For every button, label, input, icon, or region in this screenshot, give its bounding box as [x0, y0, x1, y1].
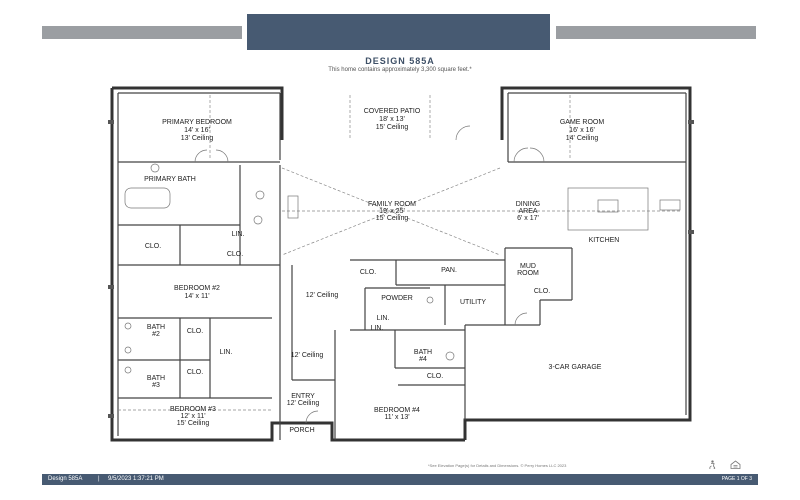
bedroom3-size: 12' x 11' [180, 413, 205, 420]
footer-separator: | [98, 476, 100, 482]
covered-patio-label: COVERED PATIO [364, 108, 421, 115]
game-room-ceiling: 14' Ceiling [566, 135, 599, 142]
footer-design: Design 585A [48, 476, 83, 482]
utility-label: UTILITY [460, 299, 486, 306]
mud-room-label-2: ROOM [517, 270, 539, 277]
interior-walls [117, 92, 687, 440]
clo-primary-1-label: CLO. [145, 243, 161, 250]
dining-area-label-1: DINING [516, 201, 541, 208]
primary-bath-label: PRIMARY BATH [144, 176, 196, 183]
bedroom4-size: 11' x 13' [384, 414, 409, 421]
clo-primary-2-label: CLO. [227, 251, 243, 258]
game-room-size: 16' x 16' [569, 127, 595, 134]
header-right-bar [556, 26, 756, 39]
family-room-label: FAMILY ROOM [368, 201, 416, 208]
clo-bath3-label: CLO. [187, 369, 203, 376]
family-room-ceiling: 15' Ceiling [376, 215, 409, 222]
dining-area-size: 6' x 17' [517, 215, 539, 222]
footer-date: 9/5/2023 1:37:21 PM [108, 476, 164, 482]
bedroom3-ceiling: 15' Ceiling [177, 420, 210, 427]
primary-bedroom-size: 14' x 16' [184, 127, 210, 134]
clo-bed4-label: CLO. [427, 373, 443, 380]
header-left-bar [42, 26, 242, 39]
bedroom3-label: BEDROOM #3 [170, 406, 216, 413]
lin-powder-label: LIN. [377, 315, 390, 322]
plan-title: DESIGN 585A [365, 56, 435, 66]
fixtures [124, 125, 681, 424]
covered-patio-ceiling: 15' Ceiling [376, 124, 409, 131]
game-room-label: GAME ROOM [560, 119, 605, 126]
bath2-label-2: #2 [152, 331, 160, 338]
windows [108, 120, 694, 418]
footer-page: PAGE 1 OF 3 [721, 476, 752, 482]
lin-hall-label: LIN. [371, 325, 384, 332]
pantry-label: PAN. [441, 267, 457, 274]
mud-room-label-1: MUD [520, 263, 536, 270]
lin-bath-label: LIN. [220, 349, 233, 356]
clo-mud-label: CLO. [534, 288, 550, 295]
clo-bath2-label: CLO. [187, 328, 203, 335]
powder-label: POWDER [381, 295, 413, 302]
header-block [247, 14, 550, 50]
kitchen-label: KITCHEN [589, 237, 620, 244]
bath2-label-1: BATH [147, 324, 165, 331]
hall-ceiling-2: 12' Ceiling [291, 352, 324, 359]
dining-area-label-2: AREA [518, 208, 537, 215]
exterior-walls [110, 86, 692, 442]
bath3-label-1: BATH [147, 375, 165, 382]
entry-ceiling: 12' Ceiling [287, 400, 320, 407]
bedroom2-label: BEDROOM #2 [174, 285, 220, 292]
primary-bedroom-label: PRIMARY BEDROOM [162, 119, 232, 126]
porch-label: PORCH [289, 427, 314, 434]
disclaimer-text: *See Elevation Page(s) for Details and D… [428, 463, 567, 468]
bath3-label-2: #3 [152, 382, 160, 389]
garage-label: 3-CAR GARAGE [549, 364, 602, 371]
equal-housing-icon [730, 460, 741, 469]
primary-bedroom-ceiling: 13' Ceiling [181, 135, 214, 142]
plan-subtitle: This home contains approximately 3,300 s… [328, 67, 472, 73]
bedroom2-size: 14' x 11' [184, 293, 209, 300]
lin-primary-label: LIN. [232, 231, 245, 238]
bath4-label-2: #4 [419, 356, 427, 363]
clo-hall-label: CLO. [360, 269, 376, 276]
covered-patio-size: 18' x 13' [379, 116, 405, 123]
ceiling-lines [118, 95, 680, 411]
family-room-size: 19' x 25' [379, 208, 405, 215]
footer-bar [42, 474, 758, 485]
bath4-label-1: BATH [414, 349, 432, 356]
fair-housing-icon [709, 460, 716, 469]
bedroom4-label: BEDROOM #4 [374, 407, 420, 414]
hall-ceiling-1: 12' Ceiling [306, 292, 339, 299]
entry-label: ENTRY [291, 393, 315, 400]
